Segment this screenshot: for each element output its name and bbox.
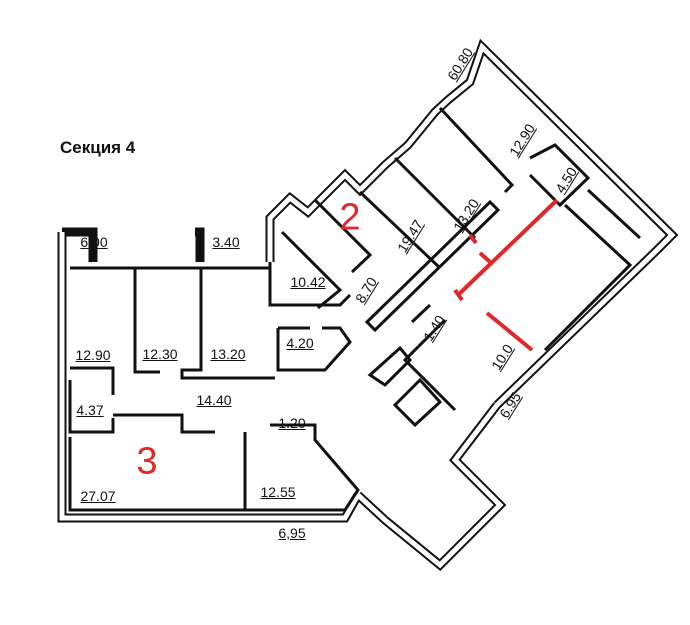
outer-walls-inner: [59, 42, 676, 569]
inner-walls: [68, 106, 642, 512]
area-label: 3.40: [212, 234, 240, 250]
outer-walls: [57, 38, 679, 572]
area-label: 1.20: [278, 415, 306, 431]
section-number-2: 2: [339, 196, 361, 239]
area-label: 12.90: [75, 347, 111, 363]
area-label: 10.42: [290, 274, 326, 290]
area-label: 6,95: [278, 525, 306, 541]
area-label: 27.07: [80, 488, 116, 504]
area-label: 4.20: [286, 335, 314, 351]
section-title: Секция 4: [60, 138, 136, 157]
area-label: 13.20: [210, 346, 246, 362]
area-label: 12.55: [260, 484, 296, 500]
area-label: 12.30: [142, 346, 178, 362]
area-label: 6.00: [80, 234, 108, 250]
area-label: 4.37: [76, 402, 104, 418]
area-label: 14.40: [196, 392, 232, 408]
red-partition-lines: [453, 198, 559, 352]
section-number-3: 3: [136, 440, 158, 483]
